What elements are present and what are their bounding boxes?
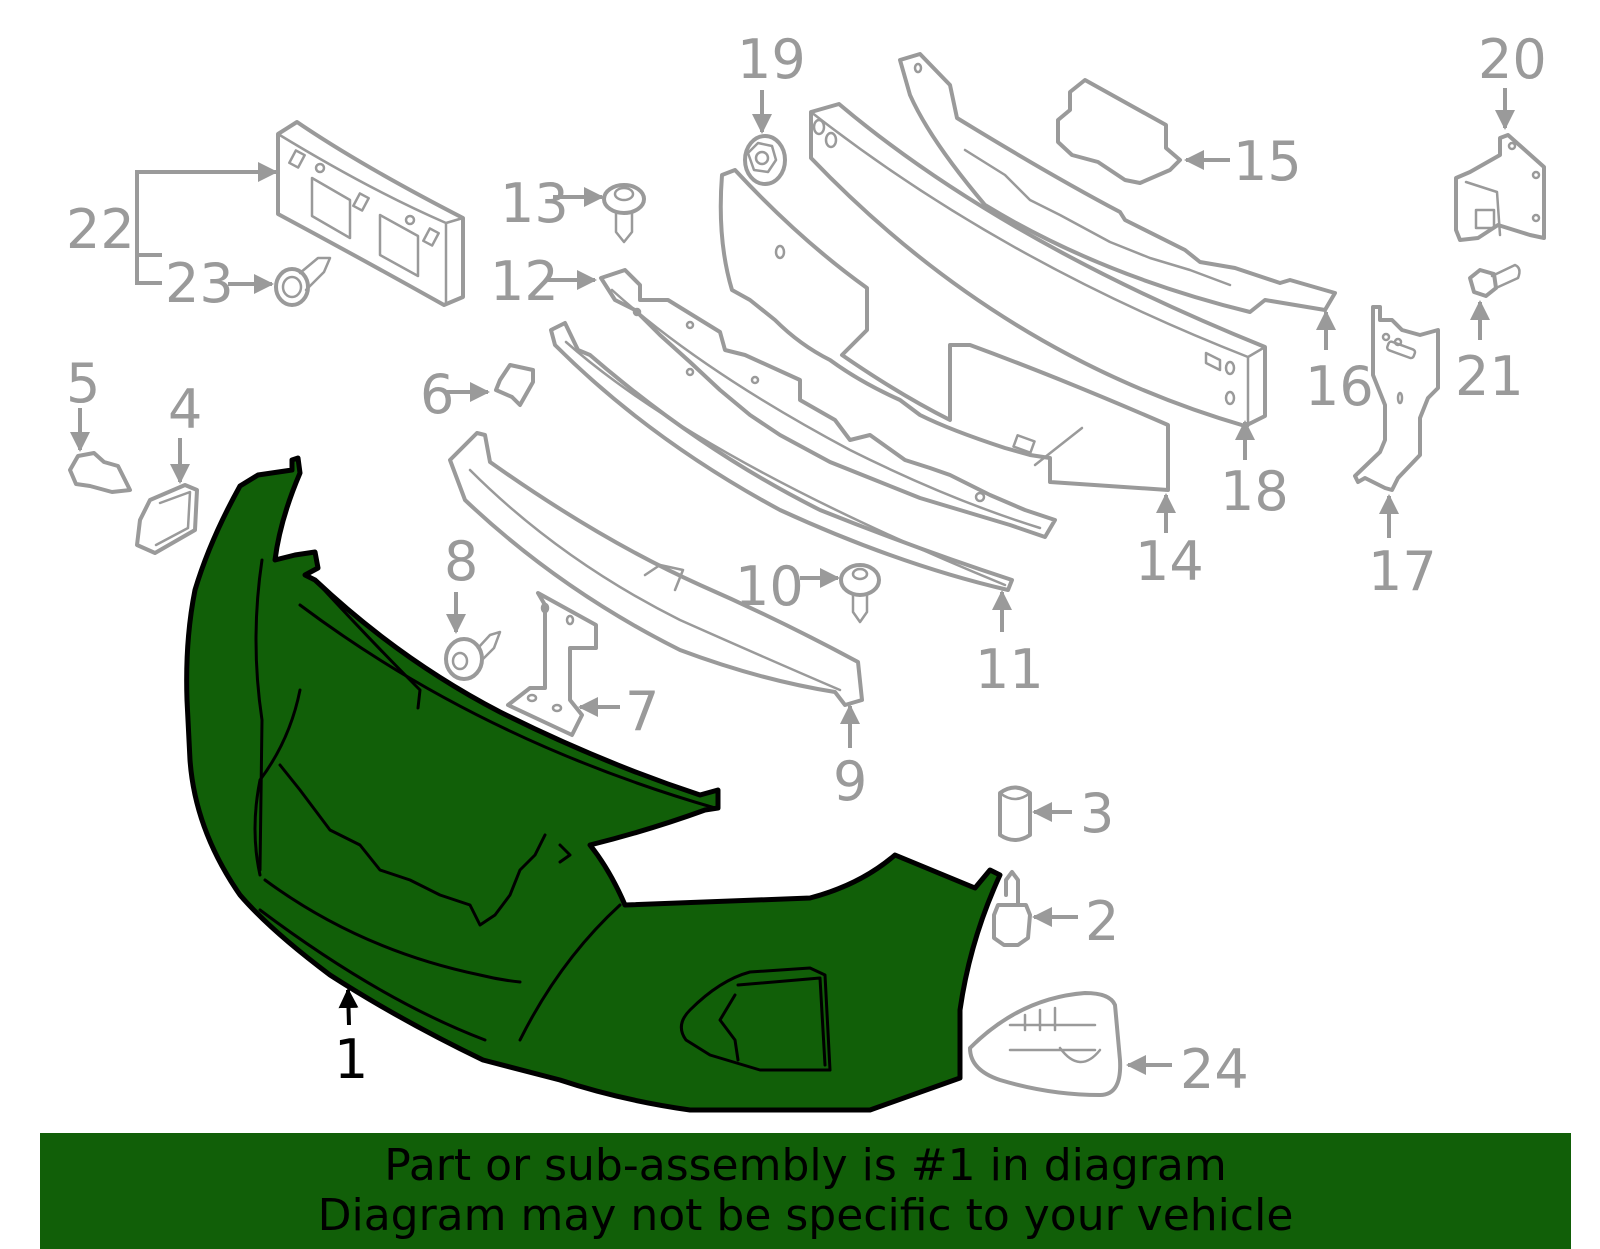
callout-20: 20 [1478,28,1547,91]
callout-15: 15 [1233,130,1302,193]
callout-2: 2 [1085,890,1119,953]
callout-19: 19 [737,28,806,91]
banner-line-2: Diagram may not be specific to your vehi… [317,1190,1294,1241]
callout-11: 11 [975,638,1044,701]
part-13-screw[interactable] [602,183,646,244]
part-15-bracket[interactable] [1056,78,1182,185]
part-16-absorber[interactable] [898,52,1337,314]
callout-6: 6 [420,363,454,426]
callout-13: 13 [500,172,569,235]
part-17-bracket[interactable] [1353,305,1440,492]
info-banner: Part or sub-assembly is #1 in diagram Di… [40,1133,1571,1249]
callout-4: 4 [168,378,202,441]
part-8-screw[interactable] [444,630,502,681]
callout-1: 1 [334,1028,368,1091]
callout-10: 10 [735,555,804,618]
callout-7: 7 [625,680,659,743]
callout-5: 5 [66,352,100,415]
part-9-energy-absorber[interactable] [448,431,864,707]
callout-9: 9 [833,750,867,813]
part-20-mount[interactable] [1454,133,1546,242]
part-2-bolt[interactable] [992,870,1032,947]
callout-8: 8 [444,530,478,593]
banner-line-1: Part or sub-assembly is #1 in diagram [384,1140,1227,1191]
callout-3: 3 [1080,782,1114,845]
part-24-fog-cover[interactable] [968,991,1123,1097]
part-5-bulb-socket[interactable] [68,451,132,494]
callout-22-leader [135,162,278,285]
callout-23: 23 [165,252,234,315]
part-3-cap[interactable] [998,785,1032,842]
part-12-upper-support[interactable] [599,268,1057,539]
part-23-screw[interactable] [274,256,332,307]
part-11-strip[interactable] [549,321,1014,592]
callout-24: 24 [1180,1038,1249,1101]
part-6-clip[interactable] [494,363,535,407]
part-1-bumper-cover[interactable] [184,455,1003,1113]
part-4-reflector[interactable] [135,483,199,555]
part-21-bolt[interactable] [1468,263,1521,298]
callout-16: 16 [1305,355,1374,418]
part-18-reinforcement[interactable] [809,102,1267,428]
part-22-license-bracket[interactable] [276,120,465,307]
callout-18: 18 [1220,460,1289,523]
callout-21: 21 [1455,345,1524,408]
callout-14: 14 [1135,530,1204,593]
callout-17: 17 [1368,540,1437,603]
part-19-nut[interactable] [743,134,787,186]
part-7-bracket[interactable] [506,591,598,737]
part-14-upper-cover[interactable] [718,168,1170,492]
callout-22: 22 [66,198,135,261]
part-10-screw[interactable] [839,563,881,624]
